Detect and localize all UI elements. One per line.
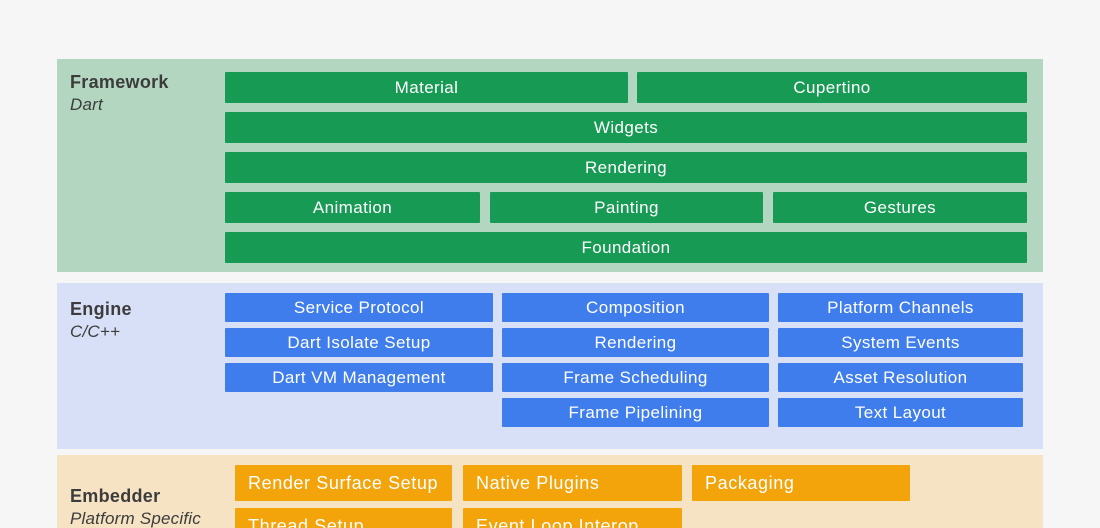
asset-resolution-block: Asset Resolution bbox=[778, 363, 1023, 392]
framework-label: Framework Dart bbox=[70, 71, 169, 116]
rendering-block: Rendering bbox=[225, 152, 1027, 183]
dart-isolate-setup-block: Dart Isolate Setup bbox=[225, 328, 493, 357]
frame-pipelining-block: Frame Pipelining bbox=[502, 398, 769, 427]
packaging-block: Packaging bbox=[692, 465, 910, 501]
embedder-row-1: Render Surface Setup Native Plugins Pack… bbox=[235, 465, 910, 501]
system-events-block: System Events bbox=[778, 328, 1023, 357]
framework-row-4: Animation Painting Gestures bbox=[225, 192, 1027, 223]
material-block: Material bbox=[225, 72, 628, 103]
foundation-block: Foundation bbox=[225, 232, 1027, 263]
service-protocol-block: Service Protocol bbox=[225, 293, 493, 322]
embedder-row-2: Thread Setup Event Loop Interop bbox=[235, 508, 910, 528]
embedder-title: Embedder bbox=[70, 486, 161, 506]
dart-vm-management-block: Dart VM Management bbox=[225, 363, 493, 392]
engine-rendering-block: Rendering bbox=[502, 328, 769, 357]
embedder-blocks: Render Surface Setup Native Plugins Pack… bbox=[235, 465, 910, 528]
widgets-block: Widgets bbox=[225, 112, 1027, 143]
embedder-subtitle: Platform Specific bbox=[70, 509, 201, 528]
engine-subtitle: C/C++ bbox=[70, 322, 121, 342]
frame-scheduling-block: Frame Scheduling bbox=[502, 363, 769, 392]
framework-row-2: Widgets bbox=[225, 112, 1027, 143]
engine-label: Engine C/C++ bbox=[70, 298, 132, 343]
composition-block: Composition bbox=[502, 293, 769, 322]
framework-title: Framework bbox=[70, 72, 169, 92]
platform-channels-block: Platform Channels bbox=[778, 293, 1023, 322]
embedder-section: Embedder Platform Specific Render Surfac… bbox=[57, 455, 1043, 528]
framework-layers: Material Cupertino Widgets Rendering Ani… bbox=[225, 72, 1027, 263]
embedder-label: Embedder Platform Specific bbox=[70, 485, 201, 528]
render-surface-setup-block: Render Surface Setup bbox=[235, 465, 452, 501]
thread-setup-block: Thread Setup bbox=[235, 508, 452, 528]
framework-subtitle: Dart bbox=[70, 95, 103, 115]
animation-block: Animation bbox=[225, 192, 480, 223]
framework-row-3: Rendering bbox=[225, 152, 1027, 183]
event-loop-interop-block: Event Loop Interop bbox=[463, 508, 682, 528]
engine-blocks-grid: Service Protocol Composition Platform Ch… bbox=[225, 293, 1023, 427]
native-plugins-block: Native Plugins bbox=[463, 465, 682, 501]
gestures-block: Gestures bbox=[773, 192, 1027, 223]
engine-section: Engine C/C++ Service Protocol Compositio… bbox=[57, 283, 1043, 449]
framework-row-5: Foundation bbox=[225, 232, 1027, 263]
text-layout-block: Text Layout bbox=[778, 398, 1023, 427]
framework-section: Framework Dart Material Cupertino Widget… bbox=[57, 59, 1043, 272]
cupertino-block: Cupertino bbox=[637, 72, 1027, 103]
framework-row-1: Material Cupertino bbox=[225, 72, 1027, 103]
painting-block: Painting bbox=[490, 192, 763, 223]
engine-title: Engine bbox=[70, 299, 132, 319]
